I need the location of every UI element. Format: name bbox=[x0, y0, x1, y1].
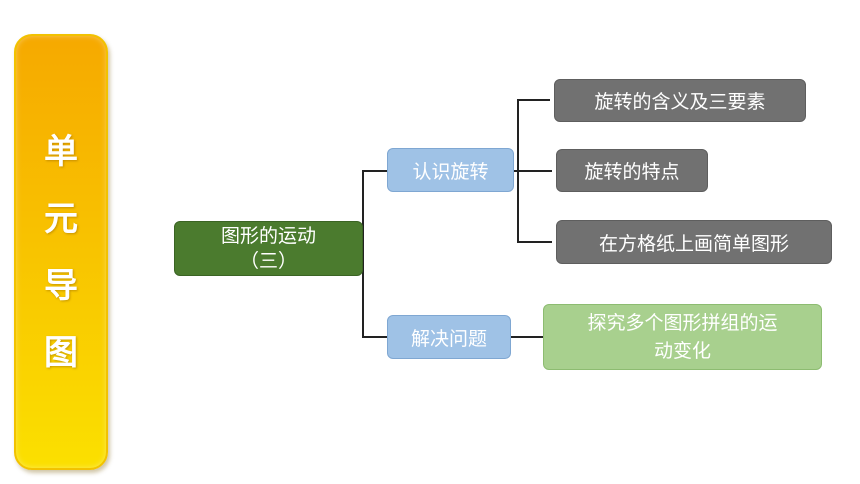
banner-char-1: 单 bbox=[44, 132, 78, 172]
leaf-node-combined-motion: 探究多个图形拼组的运 动变化 bbox=[543, 304, 822, 370]
leaf-node-label: 旋转的含义及三要素 bbox=[594, 91, 766, 113]
banner-char-4: 图 bbox=[44, 333, 78, 373]
leaf-node-label: 旋转的特点 bbox=[584, 161, 680, 183]
banner-char-2: 元 bbox=[44, 199, 78, 239]
branch-node-label: 解决问题 bbox=[410, 327, 487, 350]
leaf-node-rotation-features: 旋转的特点 bbox=[556, 149, 708, 192]
leaf-node-rotation-meaning: 旋转的含义及三要素 bbox=[554, 79, 806, 122]
connector-root-lower bbox=[362, 248, 387, 338]
root-node-line2: （三） bbox=[239, 249, 297, 272]
leaf-node-label: 在方格纸上画简单图形 bbox=[598, 232, 789, 255]
leaf-node-line2: 动变化 bbox=[653, 340, 711, 362]
unit-banner: 单 元 导 图 bbox=[14, 34, 108, 470]
connector-root-upper bbox=[362, 170, 387, 248]
leaf-node-grid-drawing: 在方格纸上画简单图形 bbox=[556, 220, 832, 264]
branch-node-recognize-rotation: 认识旋转 bbox=[387, 148, 514, 192]
connector-branch1-bottom bbox=[517, 171, 552, 243]
connector-branch1-top bbox=[517, 99, 550, 171]
leaf-node-line1: 探究多个图形拼组的运 bbox=[587, 312, 778, 334]
branch-node-solve-problems: 解决问题 bbox=[387, 315, 511, 359]
root-node-line1: 图形的运动 bbox=[220, 224, 316, 247]
banner-char-3: 导 bbox=[44, 266, 78, 306]
root-node: 图形的运动 （三） bbox=[174, 221, 363, 276]
branch-node-label: 认识旋转 bbox=[412, 160, 489, 183]
